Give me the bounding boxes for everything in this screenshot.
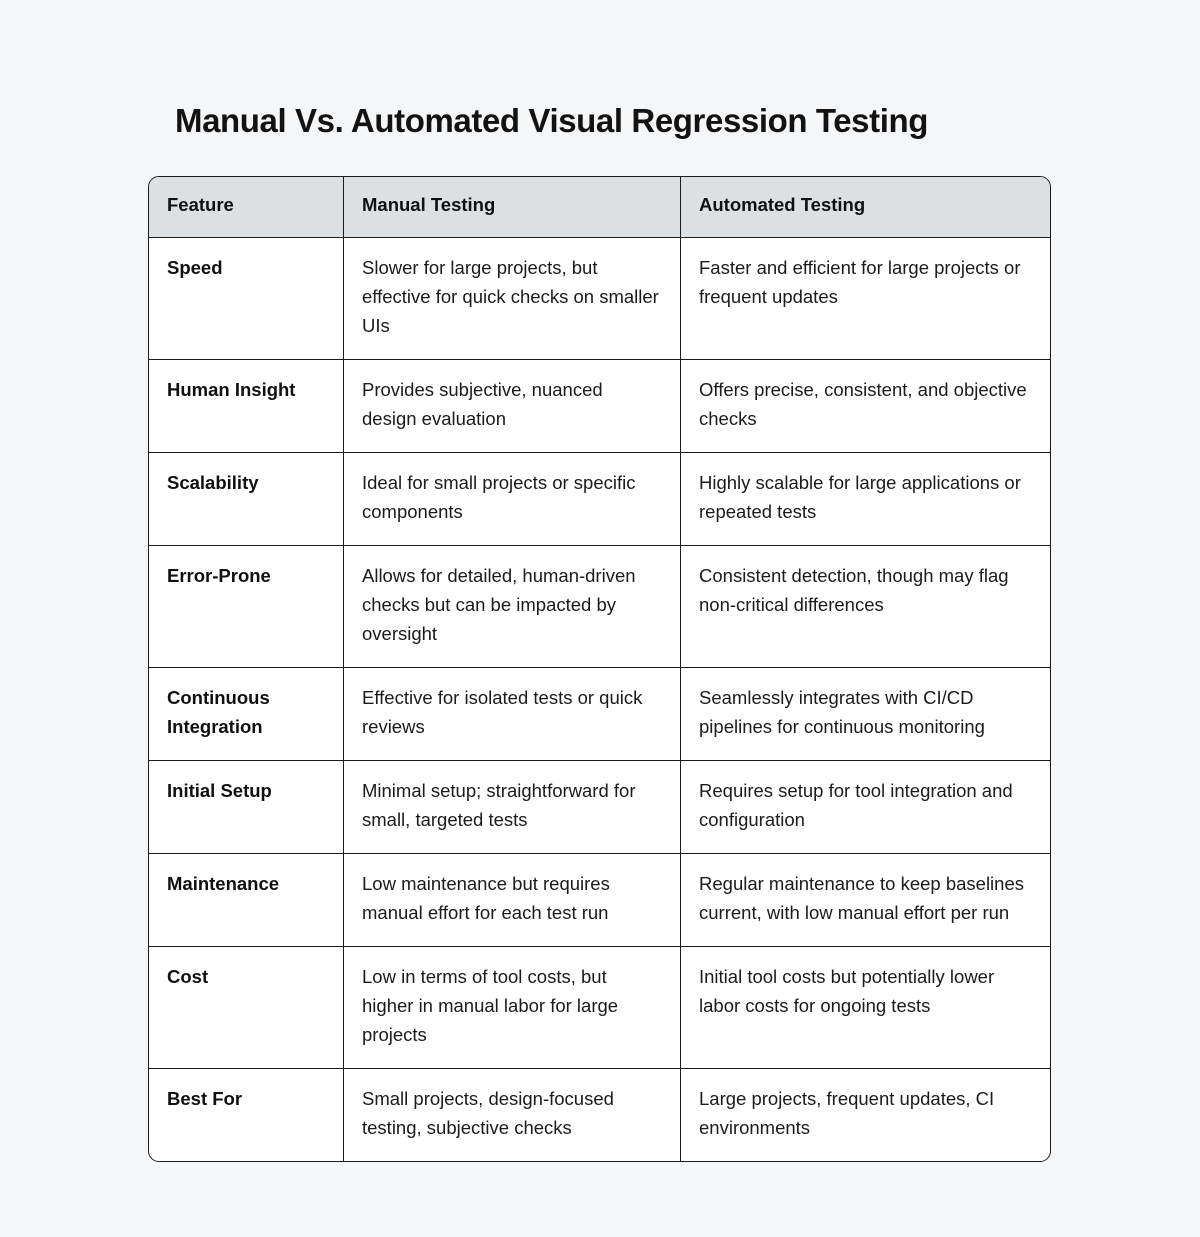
page-title: Manual Vs. Automated Visual Regression T… [175,102,928,140]
comparison-table-container: Feature Manual Testing Automated Testing… [148,176,1051,1162]
cell-feature: Cost [149,947,344,1069]
comparison-table: Feature Manual Testing Automated Testing… [148,176,1051,1162]
cell-manual: Effective for isolated tests or quick re… [344,668,681,761]
table-row: Human Insight Provides subjective, nuanc… [149,360,1050,453]
table-row: Cost Low in terms of tool costs, but hig… [149,947,1050,1069]
table-header-row: Feature Manual Testing Automated Testing [149,177,1050,238]
cell-automated: Large projects, frequent updates, CI env… [699,1088,995,1138]
cell-manual: Low maintenance but requires manual effo… [344,854,681,947]
cell-feature: Scalability [149,453,344,546]
cell-manual: Minimal setup; straightforward for small… [344,761,681,854]
table-row: Speed Slower for large projects, but eff… [149,238,1050,360]
cell-feature: Maintenance [149,854,344,947]
table-row: Best For Small projects, design-focused … [149,1069,1050,1161]
table-row: Maintenance Low maintenance but requires… [149,854,1050,947]
cell-manual: Low in terms of tool costs, but higher i… [344,947,681,1069]
column-header-automated-testing: Automated Testing [681,177,1050,238]
table-header: Feature Manual Testing Automated Testing [149,177,1050,238]
cell-automated: Highly scalable for large applications o… [681,453,1050,546]
cell-feature: Initial Setup [149,761,344,854]
cell-manual: Ideal for small projects or specific com… [344,453,681,546]
cell-feature: Error-Prone [149,546,344,668]
cell-feature: Human Insight [149,360,344,453]
column-header-feature: Feature [149,177,344,238]
cell-feature: Best For [149,1069,344,1161]
cell-automated: Faster and efficient for large projects … [681,238,1050,360]
cell-manual: Small projects, design-focused testing, … [344,1069,681,1161]
column-header-manual-testing: Manual Testing [344,177,681,238]
cell-feature: Speed [149,238,344,360]
cell-feature: Continuous Integration [149,668,344,761]
table-row: Error-Prone Allows for detailed, human-d… [149,546,1050,668]
cell-manual: Allows for detailed, human-driven checks… [344,546,681,668]
cell-automated: Seamlessly integrates with CI/CD pipelin… [681,668,1050,761]
cell-automated: Offers precise, consistent, and objectiv… [681,360,1050,453]
table-row: Scalability Ideal for small projects or … [149,453,1050,546]
cell-automated: Initial tool costs but potentially lower… [681,947,1050,1069]
cell-manual: Provides subjective, nuanced design eval… [344,360,681,453]
cell-automated: Regular maintenance to keep baselines cu… [681,854,1050,947]
cell-automated: Consistent detection, though may flag no… [681,546,1050,668]
table-body: Speed Slower for large projects, but eff… [149,238,1050,1161]
cell-automated: Requires setup for tool integration and … [681,761,1050,854]
cell-manual: Slower for large projects, but effective… [344,238,681,360]
table-row: Continuous Integration Effective for iso… [149,668,1050,761]
table-row: Initial Setup Minimal setup; straightfor… [149,761,1050,854]
